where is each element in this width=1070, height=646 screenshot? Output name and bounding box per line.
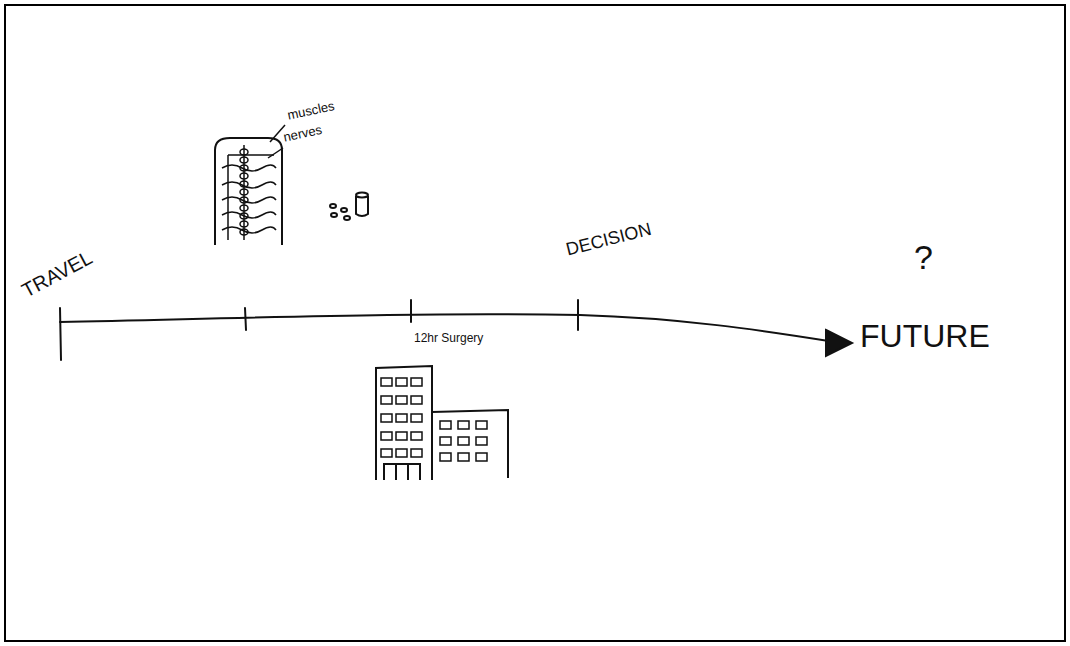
timeline	[60, 300, 835, 360]
frame	[5, 5, 1065, 641]
arrow-head	[826, 330, 852, 356]
building	[376, 366, 432, 480]
nerve-line	[222, 227, 276, 233]
vertebrae	[240, 149, 248, 235]
bottle-cap	[356, 193, 368, 198]
leader-line	[268, 148, 283, 158]
back-outline	[215, 138, 282, 245]
pill	[341, 208, 347, 212]
spinal-cord	[243, 145, 245, 240]
windows	[381, 378, 487, 461]
nerve-line	[222, 165, 276, 171]
tick	[245, 308, 246, 330]
pills-illustration	[330, 193, 368, 221]
tick	[60, 308, 61, 360]
pill	[331, 213, 337, 217]
question-mark: ?	[914, 238, 933, 277]
nerve-line	[222, 182, 276, 188]
nerve-line	[222, 197, 276, 203]
tick	[577, 300, 579, 330]
stage-label: FUTURE	[860, 318, 990, 355]
hospital-illustration	[376, 366, 508, 480]
stage-label: 12hr Surgery	[414, 332, 484, 345]
pill-bottle	[356, 196, 368, 216]
pill	[344, 216, 350, 220]
spine-illustration	[215, 125, 285, 245]
tick	[410, 300, 412, 322]
building	[432, 410, 508, 478]
nerve-line	[222, 212, 276, 218]
pill	[330, 204, 336, 208]
door	[384, 464, 420, 480]
